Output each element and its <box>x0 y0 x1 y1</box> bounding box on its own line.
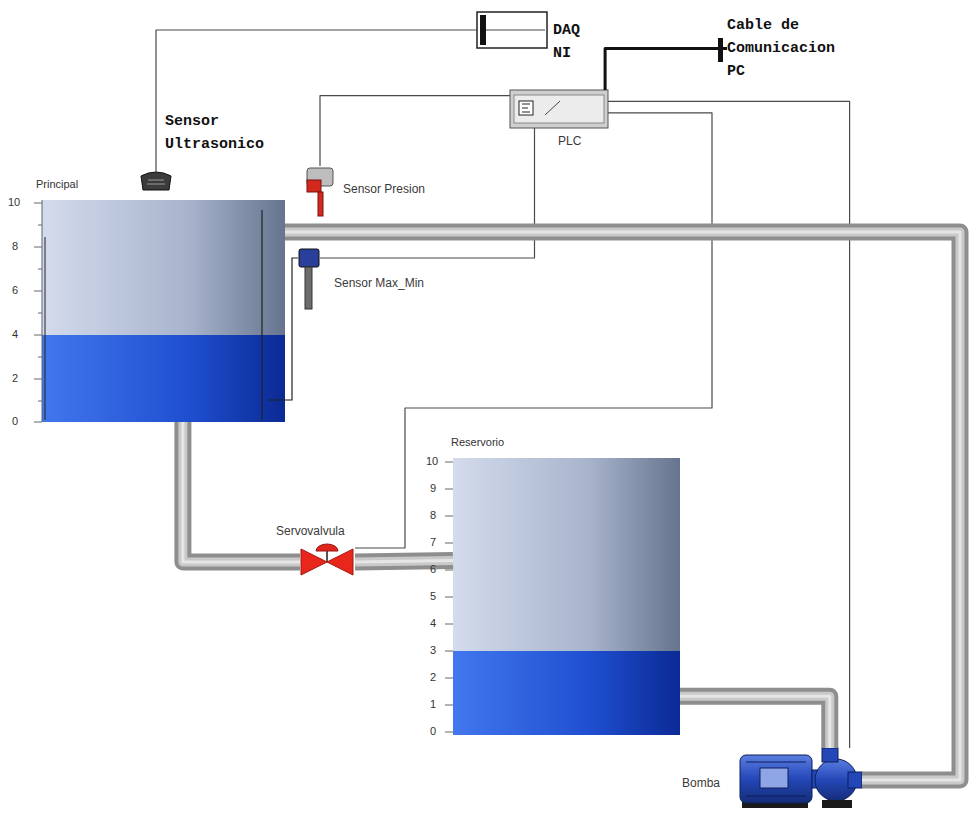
ultrasonic-sensor: Sensor Ultrasonico <box>139 172 173 192</box>
scale-number: 4 <box>430 617 436 630</box>
connector-stroke <box>680 696 830 748</box>
scale-number: 1 <box>430 698 436 711</box>
scale-number: 3 <box>430 644 436 657</box>
node-label: Sensor Presion <box>343 182 425 196</box>
node-label: DAQ NI <box>553 19 580 65</box>
scale-number: 0 <box>430 725 436 738</box>
main-tank <box>34 200 298 422</box>
servo-valve <box>301 544 353 575</box>
connector-stroke <box>320 96 510 166</box>
connector-stroke <box>183 422 300 562</box>
connector-stroke <box>605 49 727 91</box>
pump <box>740 748 862 808</box>
pipe <box>355 561 453 563</box>
node-label: Sensor Max_Min <box>334 276 424 290</box>
signal-wire <box>608 101 850 748</box>
connector-stroke <box>355 561 453 563</box>
daq-device <box>477 12 547 48</box>
node-label: Servovalvula <box>276 524 345 538</box>
connector-stroke <box>355 561 453 563</box>
scale-number: 7 <box>430 536 436 549</box>
pressure-sensor <box>307 168 333 216</box>
scale-number: 9 <box>430 482 436 495</box>
pump: Bomba <box>738 748 862 812</box>
node-label: PLC <box>558 134 581 148</box>
scale-number: 10 <box>8 196 20 209</box>
scale-number: 2 <box>12 372 18 385</box>
daq-device: DAQ NI <box>477 12 547 48</box>
reservoir-tank <box>445 458 680 735</box>
connector-stroke <box>355 561 453 563</box>
pressure-sensor: Sensor Presion <box>305 166 335 202</box>
node-label: Sensor Ultrasonico <box>165 110 277 156</box>
scale-number: 8 <box>430 509 436 522</box>
node-label: Cable de Comunicacion PC <box>727 14 847 83</box>
connector-stroke <box>285 232 960 780</box>
scale-number: 0 <box>12 415 18 428</box>
scale-number: 6 <box>430 563 436 576</box>
connector-stroke <box>183 422 300 562</box>
connector-stroke <box>355 113 712 548</box>
node-label: Reservorio <box>451 436 504 449</box>
node-label: Principal <box>36 178 78 191</box>
cable-terminal: Cable de Comunicacion PC <box>727 14 847 83</box>
scale-number: 5 <box>430 590 436 603</box>
signal-wire <box>355 113 712 548</box>
plc-unit <box>510 90 608 128</box>
connector-stroke <box>183 422 300 562</box>
scale-number: 2 <box>430 671 436 684</box>
connector-stroke <box>680 696 830 748</box>
pipe <box>680 696 830 748</box>
pipe <box>183 422 300 562</box>
signal-wire <box>320 96 510 166</box>
connector-stroke <box>156 30 477 172</box>
signal-wire <box>156 30 477 172</box>
main-tank: Principal <box>42 200 285 422</box>
plc-unit: PLC <box>510 90 608 128</box>
ultrasonic-sensor <box>141 172 171 190</box>
connector-stroke <box>608 101 850 748</box>
connector-stroke <box>285 232 960 780</box>
level-switch <box>299 249 319 309</box>
reservoir-tank: Reservorio <box>453 458 680 735</box>
node-label: Bomba <box>682 776 720 790</box>
connector-stroke <box>680 696 830 748</box>
scale-number: 10 <box>426 455 438 468</box>
servo-valve: Servovalvula <box>300 542 355 582</box>
scale-number: 6 <box>12 284 18 297</box>
signal-wire <box>605 49 727 91</box>
pipe <box>285 232 960 780</box>
scale-number: 4 <box>12 328 18 341</box>
connector-stroke <box>285 232 960 780</box>
scale-number: 8 <box>12 240 18 253</box>
level-switch: Sensor Max_Min <box>298 248 320 268</box>
